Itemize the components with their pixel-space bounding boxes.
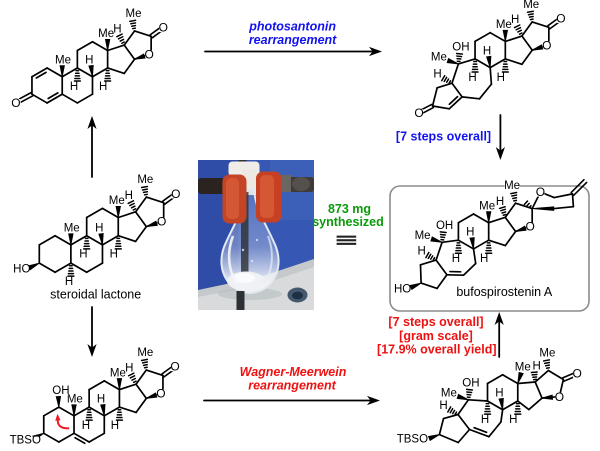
svg-text:OH: OH — [452, 41, 469, 53]
svg-text:H: H — [417, 246, 425, 258]
svg-text:H: H — [70, 81, 78, 93]
svg-text:Me: Me — [431, 51, 447, 63]
svg-text:H: H — [85, 54, 93, 66]
svg-text:Me: Me — [137, 174, 153, 186]
svg-text:O: O — [157, 214, 166, 228]
svg-text:H: H — [82, 420, 90, 432]
svg-text:Me: Me — [109, 195, 125, 207]
svg-text:Me: Me — [98, 28, 114, 40]
svg-text:photosantonin: photosantonin — [248, 20, 336, 34]
svg-text:HO: HO — [394, 284, 411, 296]
svg-text:O: O — [542, 38, 551, 52]
svg-text:H: H — [113, 23, 121, 35]
svg-text:Me: Me — [110, 367, 126, 379]
svg-text:O: O — [414, 106, 423, 120]
svg-text:O: O — [11, 96, 20, 110]
svg-text:H: H — [452, 253, 460, 265]
svg-text:[17.9% overall yield]: [17.9% overall yield] — [377, 343, 497, 357]
svg-text:Me: Me — [539, 348, 555, 360]
svg-text:H: H — [65, 276, 73, 288]
svg-text:O: O — [144, 47, 153, 61]
svg-text:HO: HO — [13, 264, 30, 276]
svg-text:TBSO: TBSO — [10, 434, 41, 446]
svg-text:H: H — [509, 414, 517, 426]
svg-text:H: H — [468, 72, 476, 84]
svg-text:H: H — [466, 227, 474, 239]
svg-text:Me: Me — [479, 200, 495, 212]
svg-text:H: H — [497, 72, 505, 84]
svg-text:Me: Me — [441, 387, 457, 399]
svg-text:H: H — [495, 387, 503, 399]
svg-text:Me: Me — [64, 223, 80, 235]
svg-text:O: O — [156, 386, 165, 400]
svg-text:Me: Me — [137, 347, 153, 359]
svg-text:[gram scale]: [gram scale] — [399, 329, 473, 343]
svg-text:O: O — [572, 367, 581, 381]
svg-text:H: H — [125, 362, 133, 374]
svg-text:O: O — [171, 187, 180, 201]
svg-text:H: H — [480, 253, 488, 265]
svg-text:synthesized: synthesized — [312, 215, 384, 229]
svg-text:O: O — [555, 390, 564, 404]
svg-text:[7 steps overall]: [7 steps overall] — [396, 130, 491, 144]
svg-text:H: H — [481, 414, 489, 426]
svg-text:OH: OH — [52, 385, 69, 397]
svg-text:H: H — [79, 249, 87, 261]
svg-text:Me: Me — [515, 362, 531, 374]
svg-text:O: O — [526, 220, 535, 234]
svg-text:Me: Me — [523, 0, 539, 11]
svg-text:H: H — [483, 45, 491, 57]
svg-text:873 mg: 873 mg — [328, 202, 371, 216]
svg-text:bufospirostenin A: bufospirostenin A — [456, 285, 553, 299]
svg-text:H: H — [511, 14, 519, 26]
svg-text:H: H — [533, 361, 541, 373]
svg-text:H: H — [496, 196, 504, 208]
svg-text:rearrangement: rearrangement — [248, 378, 336, 392]
svg-text:H: H — [111, 420, 119, 432]
svg-text:Me: Me — [415, 230, 431, 242]
svg-text:H: H — [97, 394, 105, 406]
svg-text:H: H — [99, 81, 107, 93]
svg-text:H: H — [433, 69, 441, 81]
svg-text:Me: Me — [504, 180, 520, 192]
svg-text:Me: Me — [67, 394, 83, 406]
svg-text:TBSO: TBSO — [397, 434, 428, 446]
svg-text:Wagner-Meerwein: Wagner-Meerwein — [240, 365, 347, 379]
svg-text:O: O — [536, 185, 545, 199]
svg-text:Me: Me — [126, 8, 142, 20]
svg-text:steroidal lactone: steroidal lactone — [50, 288, 141, 302]
svg-text:Me: Me — [496, 19, 512, 31]
svg-text:H: H — [110, 249, 118, 261]
svg-text:OH: OH — [436, 220, 453, 232]
svg-text:H: H — [439, 400, 447, 412]
svg-text:O: O — [170, 360, 179, 374]
svg-text:[7 steps overall]: [7 steps overall] — [388, 315, 483, 329]
svg-text:H: H — [125, 190, 133, 202]
svg-text:H: H — [95, 223, 103, 235]
svg-text:O: O — [556, 11, 565, 25]
svg-text:Me: Me — [55, 54, 71, 66]
svg-text:O: O — [159, 21, 168, 35]
svg-text:rearrangement: rearrangement — [249, 33, 337, 47]
svg-text:OH: OH — [462, 377, 479, 389]
